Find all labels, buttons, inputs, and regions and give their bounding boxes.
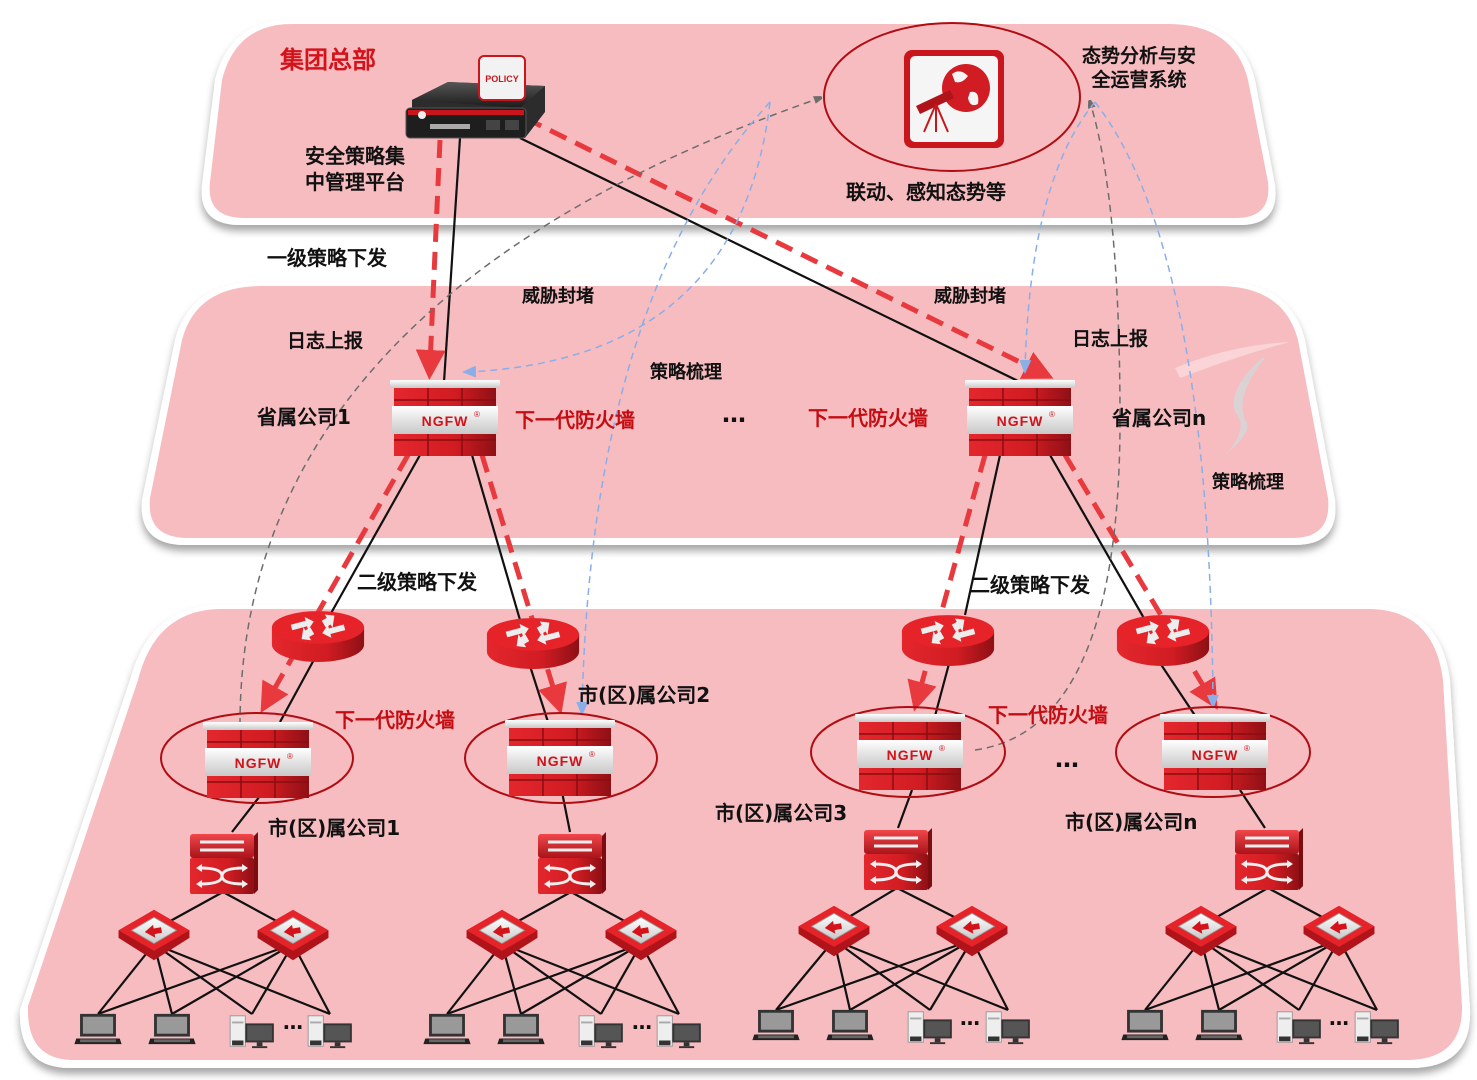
endpoints-ellipsis: … — [632, 1010, 652, 1034]
province-layer-plate — [141, 282, 1336, 545]
soc-system[interactable] — [823, 22, 1081, 172]
router-city-3[interactable] — [901, 614, 995, 666]
core-switch-city-n[interactable] — [1233, 826, 1303, 892]
telescope-icon — [916, 90, 954, 133]
city-ngfw-label-left: 下一代防火墙 — [335, 708, 455, 732]
router-city-n[interactable] — [1116, 614, 1210, 666]
ngfw-province-n[interactable] — [965, 379, 1075, 457]
ngfw-province-1[interactable] — [390, 379, 500, 457]
lan-link — [775, 939, 835, 1011]
lan-link — [171, 943, 294, 1015]
log-report-arrows — [239, 98, 1121, 751]
province-company-1-label: 省属公司1 — [257, 405, 351, 429]
lan-link — [833, 938, 1009, 1012]
endpoints-ellipsis: … — [960, 1006, 980, 1030]
lan-link — [97, 943, 155, 1015]
lan-link — [833, 939, 931, 1011]
policy-platform-label-line2: 中管理平台 — [305, 170, 405, 194]
lan-link — [849, 939, 973, 1011]
ngfw-city-2[interactable] — [505, 719, 615, 797]
city-layer-plate — [19, 605, 1471, 1068]
ngfw-city-n[interactable] — [1160, 713, 1270, 791]
province-ngfw-label-right: 下一代防火墙 — [808, 406, 928, 430]
ngfw-city-3[interactable] — [855, 713, 965, 791]
city-ngfw-label-right: 下一代防火墙 — [988, 703, 1108, 727]
laptop-icon[interactable] — [74, 1013, 122, 1045]
city-ngfw-highlights — [160, 706, 1311, 804]
lan-link — [1200, 939, 1300, 1011]
lan-link — [1218, 939, 1340, 1011]
router-city-2[interactable] — [486, 617, 580, 669]
policy-review-label-right: 策略梳理 — [1212, 472, 1284, 493]
laptop-icon[interactable] — [826, 1009, 874, 1041]
province-company-n-label: 省属公司n — [1112, 406, 1207, 430]
policy-tag-text: POLICY — [485, 74, 519, 84]
policy-platform-label: 安全策略集 中管理平台 — [305, 143, 405, 195]
lan-link — [97, 942, 294, 1016]
watermark-brush-icon — [1175, 342, 1290, 455]
lan-link — [446, 943, 503, 1015]
core-switch-city-1[interactable] — [188, 830, 258, 896]
policy-review-label-left: 策略梳理 — [650, 362, 722, 383]
laptop-icon[interactable] — [752, 1009, 800, 1041]
city-company-2-label: 市(区)属公司2 — [578, 683, 711, 707]
policy-document-icon: POLICY — [478, 55, 526, 101]
endpoints-ellipsis: … — [283, 1010, 303, 1034]
level1-policy-label: 一级策略下发 — [267, 246, 387, 270]
globe-icon — [942, 64, 990, 112]
policy-platform-label-line1: 安全策略集 — [305, 144, 405, 168]
city-company-3-label: 市(区)属公司3 — [715, 801, 848, 825]
lan-link — [1200, 938, 1378, 1012]
core-switch-city-2[interactable] — [536, 830, 606, 896]
laptop-icon[interactable] — [423, 1013, 471, 1045]
soc-label-line2: 全运营系统 — [1091, 69, 1187, 91]
level2-policy-label-right: 二级策略下发 — [970, 573, 1090, 597]
ngfw-city-1[interactable] — [203, 721, 313, 799]
lan-link — [501, 942, 680, 1016]
log-report-label-left: 日志上报 — [287, 330, 364, 352]
soc-label-line1: 态势分析与安 — [1082, 45, 1197, 67]
threat-block-label-right: 威胁封堵 — [934, 286, 1006, 307]
core-switch-city-3[interactable] — [862, 826, 932, 892]
threat-block-label-left: 威胁封堵 — [522, 286, 594, 307]
hq-layer-title: 集团总部 — [280, 46, 376, 74]
province-ellipsis: … — [722, 400, 746, 428]
lan-link — [1144, 938, 1340, 1012]
lan-link — [153, 942, 331, 1016]
laptop-icon[interactable] — [1195, 1009, 1243, 1041]
province-ngfw-label-left: 下一代防火墙 — [515, 408, 635, 432]
city-company-1-label: 市(区)属公司1 — [268, 816, 401, 840]
lan-link — [446, 942, 642, 1016]
level2-policy-label-left: 二级策略下发 — [357, 570, 477, 594]
city-ellipsis: … — [1055, 745, 1079, 773]
soc-system-label: 态势分析与安 全运营系统 — [1082, 44, 1196, 92]
lan-link — [775, 938, 973, 1012]
lan-link — [501, 943, 602, 1015]
endpoints-ellipsis: … — [1329, 1006, 1349, 1030]
soc-caption: 联动、感知态势等 — [846, 180, 1006, 204]
lan-link — [520, 943, 642, 1015]
city-company-n-label: 市(区)属公司n — [1065, 810, 1198, 834]
router-city-1[interactable] — [271, 610, 365, 662]
lan-link — [1144, 939, 1202, 1011]
threat-block-and-policy-arrows — [462, 101, 1219, 716]
laptop-icon[interactable] — [148, 1013, 196, 1045]
log-report-label-right: 日志上报 — [1072, 328, 1149, 350]
lan-link — [153, 943, 253, 1015]
laptop-icon[interactable] — [1121, 1009, 1169, 1041]
laptop-icon[interactable] — [497, 1013, 545, 1045]
